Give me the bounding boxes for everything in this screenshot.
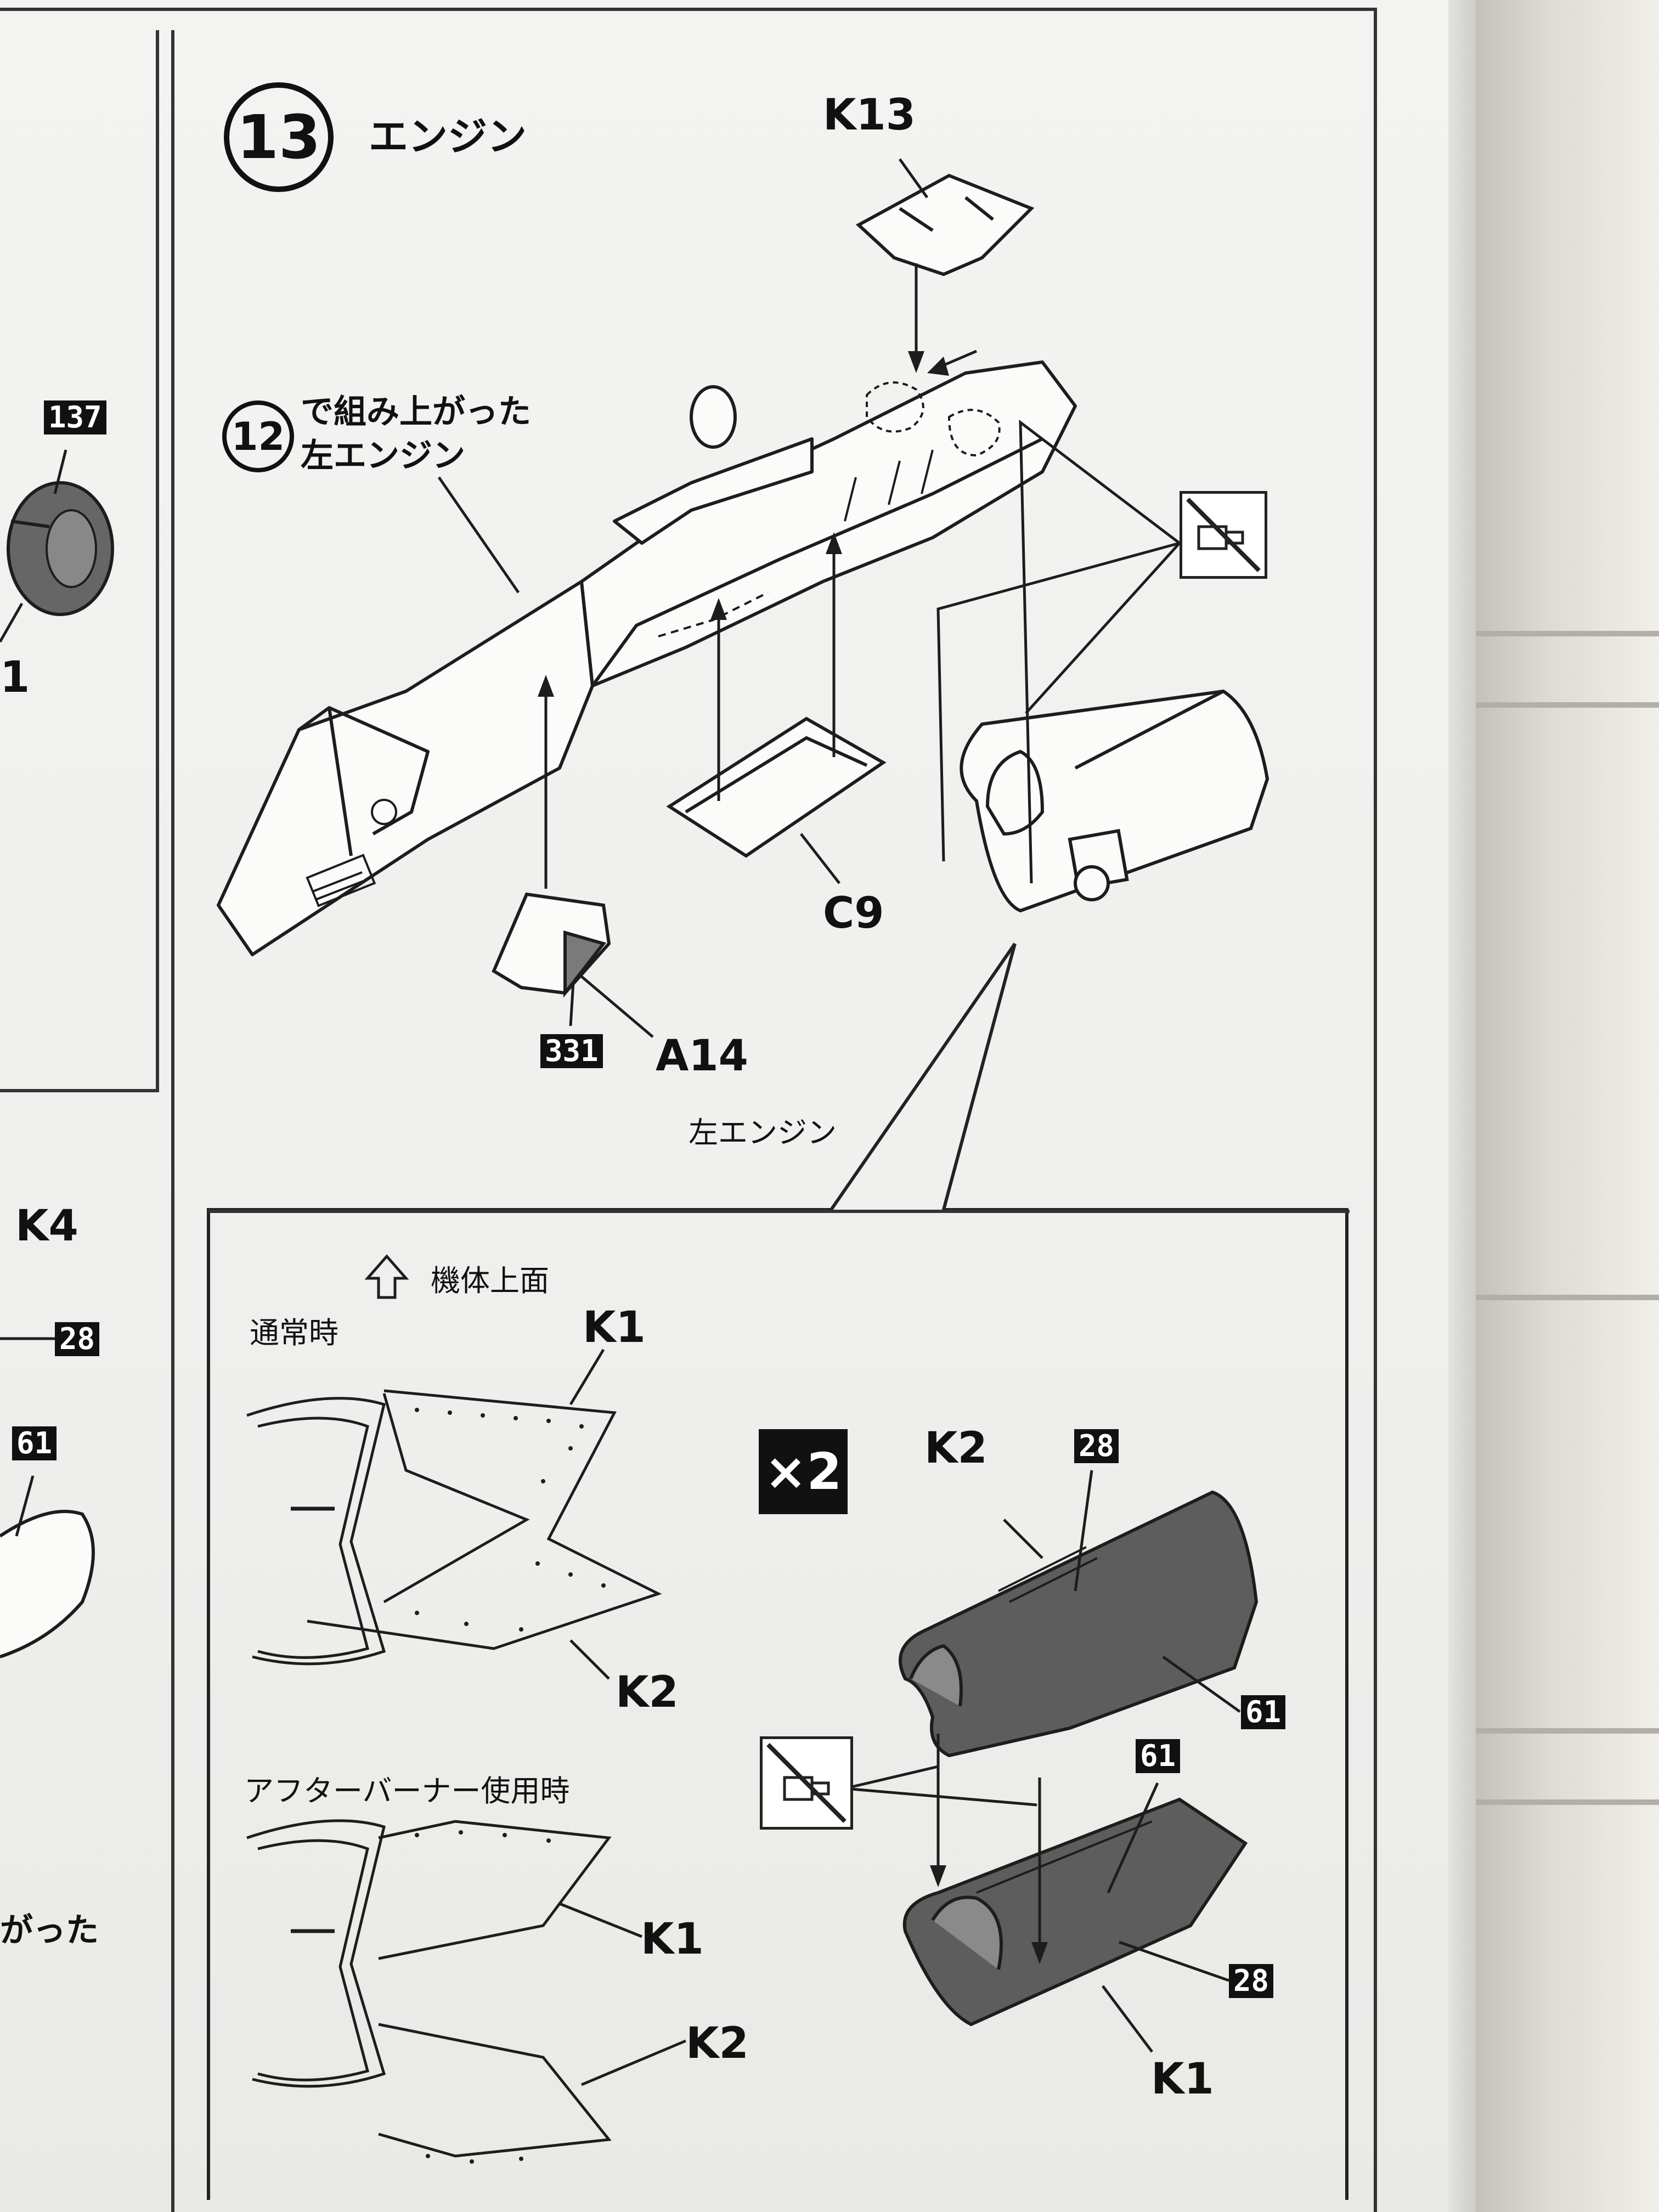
background-wall — [1476, 0, 1659, 2212]
paint-tag-28-lower: 28 — [1229, 1964, 1274, 1998]
label-k13: K13 — [823, 91, 916, 140]
wall-mortar-line — [1476, 702, 1659, 708]
step-number-badge: 13 — [224, 82, 334, 192]
arrow-caption: 機体上面 — [431, 1263, 549, 1298]
detail-box-top — [208, 1210, 1350, 1213]
normal-state-label: 通常時 — [250, 1316, 338, 1350]
label-left-engine: 左エンジン — [689, 1115, 837, 1150]
paint-tag-61: 61 — [12, 1426, 57, 1460]
note-ref-line2: 左エンジン — [301, 437, 465, 475]
paint-tag-28: 28 — [55, 1322, 100, 1356]
left-panel-divider — [0, 1089, 159, 1092]
step-frame-left — [171, 30, 174, 2212]
no-glue-icon — [1186, 498, 1261, 572]
label-a14: A14 — [656, 1031, 748, 1081]
label-k1-assembly: K1 — [1151, 2055, 1214, 2104]
note-ref-line1: で組み上がった — [301, 393, 531, 431]
diagram-artwork — [0, 158, 1348, 2200]
label-c9: C9 — [823, 889, 884, 938]
afterburner-state-label: アフターバーナー使用時 — [244, 1774, 570, 1808]
step-title: エンジン — [369, 114, 527, 160]
partial-label-1: 1 — [0, 653, 30, 702]
paint-tag-61-upper: 61 — [1241, 1695, 1286, 1729]
quantity-text: ×2 — [764, 1442, 842, 1501]
frame-right — [1374, 8, 1377, 2212]
wall-mortar-line — [1476, 1728, 1659, 1734]
frame-top — [0, 8, 1377, 11]
paint-tag-28-upper: 28 — [1074, 1429, 1119, 1463]
wall-mortar-line — [1476, 1799, 1659, 1805]
label-k2-afterburner: K2 — [686, 2019, 749, 2068]
sheet-edge — [1448, 0, 1476, 2212]
note-ref-badge: 12 — [222, 400, 294, 472]
paint-tag-331: 331 — [540, 1034, 603, 1068]
paint-tag-61-lower: 61 — [1136, 1739, 1181, 1773]
no-glue-symbol — [1180, 491, 1267, 579]
label-k1-afterburner: K1 — [641, 1915, 704, 1964]
wall-mortar-line — [1476, 631, 1659, 636]
no-glue-icon — [766, 1743, 847, 1823]
step-number: 13 — [236, 102, 321, 172]
left-panel-right-border — [156, 30, 159, 1089]
label-k2-assembly: K2 — [924, 1424, 988, 1473]
label-k4: K4 — [15, 1201, 78, 1251]
no-glue-symbol — [760, 1736, 853, 1830]
quantity-badge: ×2 — [759, 1429, 848, 1514]
label-k1-normal: K1 — [583, 1303, 646, 1352]
paint-tag-137: 137 — [44, 400, 106, 435]
partial-text: がった — [0, 1911, 99, 1950]
wall-mortar-line — [1476, 1295, 1659, 1300]
label-k2-normal: K2 — [616, 1668, 679, 1717]
note-ref-number: 12 — [231, 414, 285, 459]
